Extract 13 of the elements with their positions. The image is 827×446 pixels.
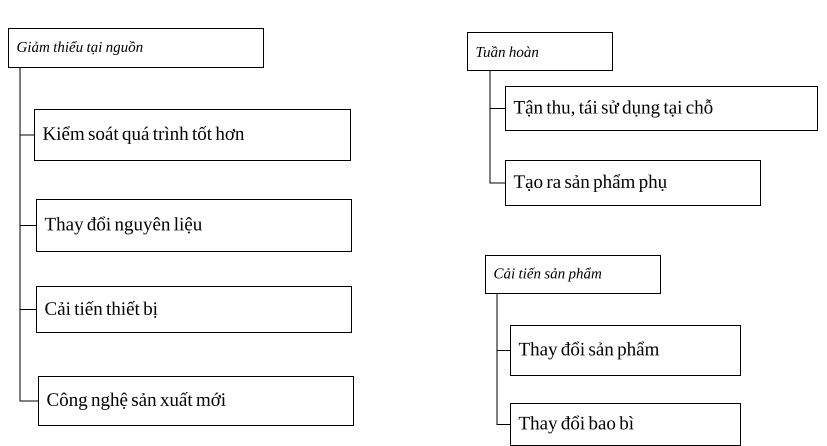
item-box: Tạo ra sản phẩm phụ bbox=[505, 160, 761, 206]
item-box: Tận thu, tái sử dụng tại chỗ bbox=[505, 86, 818, 131]
item-box: Thay đổi nguyên liệu bbox=[36, 198, 352, 252]
item-box: Thay đổi bao bì bbox=[510, 402, 741, 446]
connector-line bbox=[496, 293, 510, 425]
item-box: Cải tiến thiết bị bbox=[36, 286, 352, 333]
heading-box: Tuần hoàn bbox=[467, 32, 613, 71]
connector-line bbox=[490, 70, 506, 184]
heading-box: Cải tiến sản phẩm bbox=[485, 254, 661, 294]
item-box: Công nghệ sản xuất mới bbox=[38, 376, 354, 426]
item-box: Kiểm soát quá trình tốt hơn bbox=[34, 109, 351, 161]
item-box: Thay đổi sản phẩm bbox=[510, 324, 741, 376]
heading-box: Giảm thiểu tại nguồn bbox=[8, 28, 264, 68]
